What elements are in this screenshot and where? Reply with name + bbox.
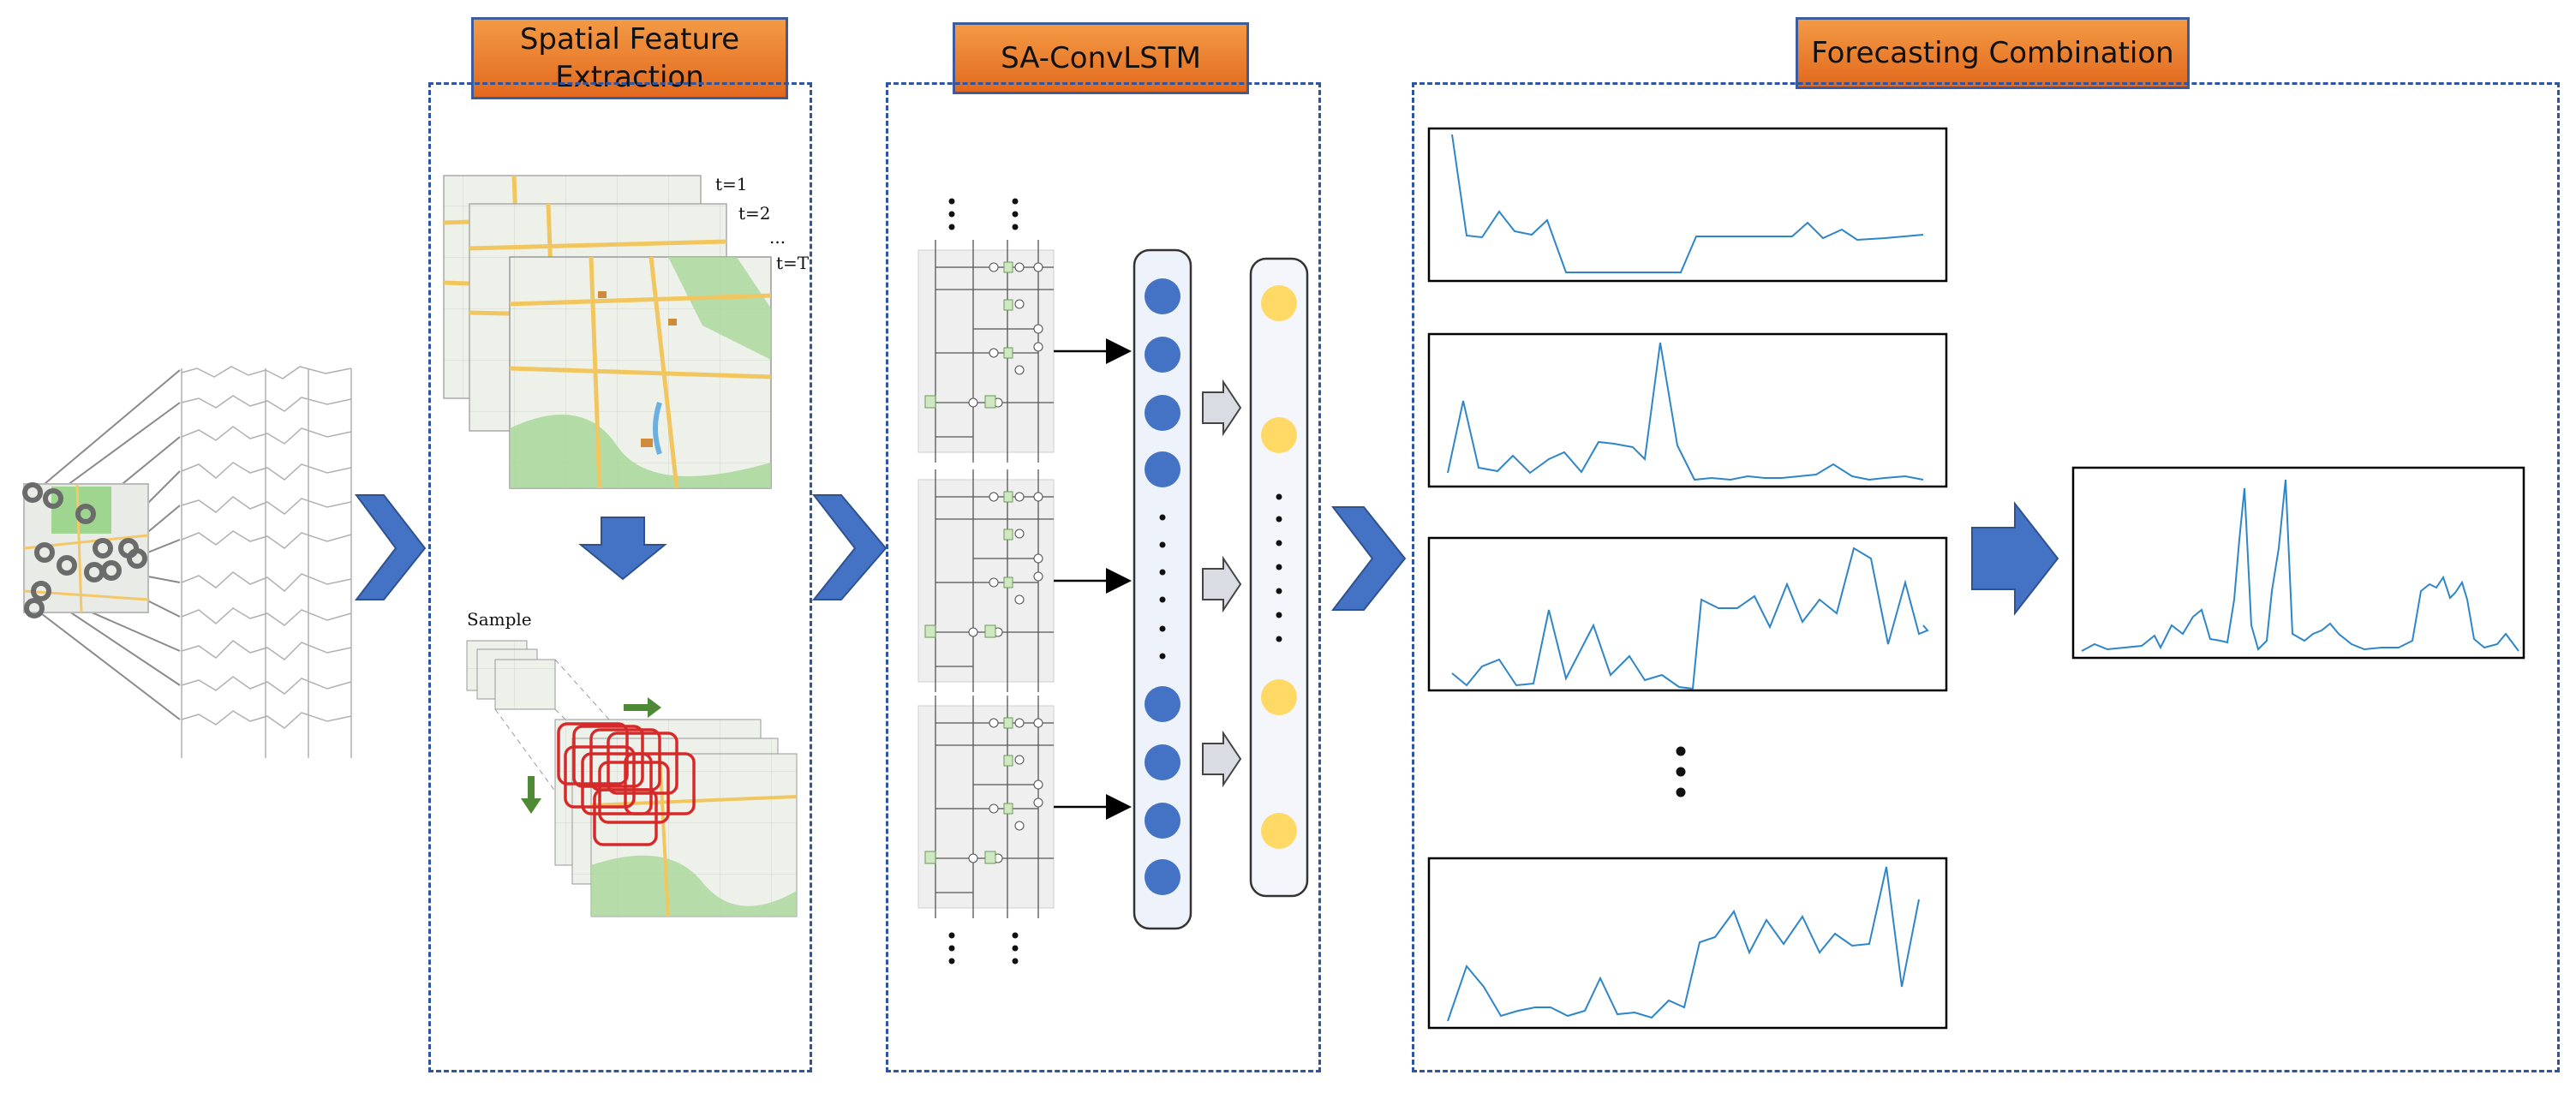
right-shift-arrow-icon: [624, 697, 661, 718]
spatial-feature-extraction-title: Spatial Feature Extraction: [471, 17, 788, 99]
time-label-tT: t=T: [776, 253, 810, 273]
input-series-group: [22, 360, 360, 758]
chevron-arrows: [354, 494, 1407, 611]
forecast-series-plots: [1427, 127, 1948, 1030]
time-label-t2: t=2: [738, 203, 771, 224]
attention-output-column: [1249, 257, 1309, 898]
output-ellipsis: [1276, 493, 1282, 642]
sample-label: Sample: [467, 609, 532, 630]
map-stack: t=1 t=2 ... t=T: [443, 174, 810, 489]
series-bundle: [181, 366, 352, 758]
sensor-nodes: [22, 482, 147, 618]
convlstm-cell: [917, 469, 1055, 693]
convlstm-cell: [917, 240, 1055, 463]
gray-right-arrow-icon: [1202, 379, 1242, 437]
hidden-ellipsis: [1159, 514, 1166, 660]
bottom-ellipsis: [948, 932, 1019, 965]
title-line-2: Extraction: [555, 60, 704, 94]
forecasting-combination-title: Forecasting Combination: [1796, 17, 2190, 89]
chevron-right-icon: [811, 494, 888, 600]
gray-right-arrow-icon: [1202, 730, 1242, 788]
time-label-t1: t=1: [715, 174, 748, 194]
chevron-right-icon: [354, 494, 427, 600]
output-nodes: [1261, 285, 1297, 849]
sample-window-illustration: Sample: [466, 609, 798, 917]
down-shift-arrow-icon: [521, 776, 541, 814]
forecasting-combination-panel: [1412, 82, 2560, 1072]
hidden-state-column: [1133, 248, 1192, 930]
time-label-ellipsis: ...: [769, 227, 786, 248]
plots-ellipsis: [1676, 746, 1686, 797]
sensor-map: [22, 482, 149, 618]
sa-convlstm-panel: [886, 82, 1321, 1072]
chevron-right-icon: [1330, 506, 1407, 611]
sliding-window-boxes: [557, 722, 696, 846]
top-ellipsis: [948, 198, 1019, 230]
down-arrow-icon: [578, 517, 667, 581]
convlstm-cell: [917, 695, 1055, 919]
cell-output-arrows: [1054, 338, 1132, 820]
sa-convlstm-cells: [917, 198, 1309, 965]
combined-forecast-plot: [2071, 466, 2525, 660]
block-right-arrow-icon: [1971, 501, 2059, 616]
title-line-1: Spatial Feature: [519, 22, 740, 57]
title-text: SA-ConvLSTM: [1001, 41, 1201, 75]
gray-arrows: [1202, 379, 1242, 788]
hidden-nodes: [1145, 278, 1180, 895]
spatial-feature-panel: [428, 82, 812, 1072]
gray-right-arrow-icon: [1202, 555, 1242, 613]
title-text: Forecasting Combination: [1811, 36, 2174, 70]
map-frame-tT: [509, 256, 772, 489]
